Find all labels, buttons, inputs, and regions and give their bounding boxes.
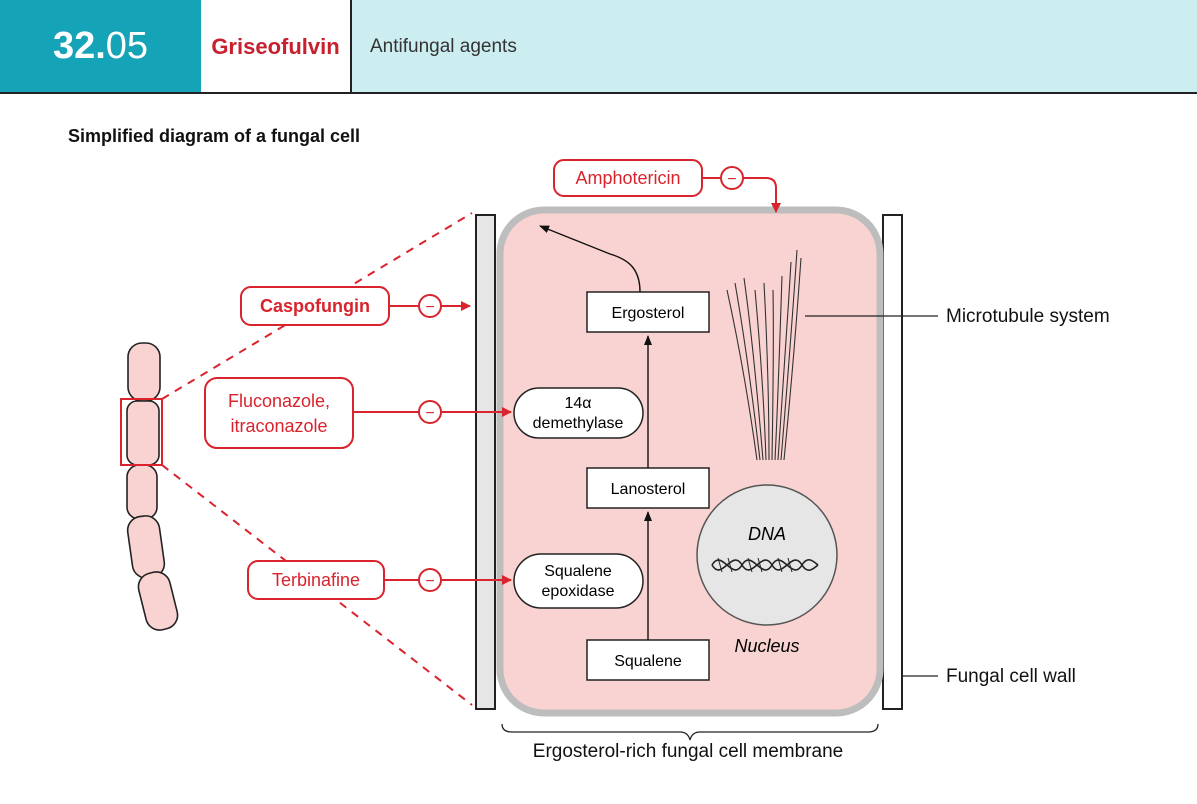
hypha-segment — [126, 400, 160, 466]
drug-title: Griseofulvin — [201, 0, 350, 93]
ergosterol-pathway: Ergosterol Lanosterol Squalene 14α demet… — [513, 225, 710, 681]
microtubule-fiber — [754, 289, 767, 461]
chapter-number: 32.05 — [0, 0, 201, 93]
hypha-zoom-box — [120, 398, 163, 466]
dna-label: DNA — [748, 524, 786, 544]
amphotericin-arrow — [743, 177, 781, 213]
fluconazole-group: Fluconazole, itraconazole − — [204, 377, 512, 449]
fluconazole-inhibit-symbol: − — [425, 405, 434, 422]
cell-wall-left — [475, 214, 496, 710]
demethylase-line2: demethylase — [533, 415, 624, 432]
terbinafine-group: Terbinafine − — [247, 560, 512, 600]
fungal-cell-wall-left — [475, 214, 496, 710]
microtubule-fiber — [771, 289, 774, 461]
nucleus: DNA Nucleus — [696, 484, 838, 656]
microtubule-fiber — [726, 289, 758, 461]
microtubule-label: Microtubule system — [946, 306, 1110, 327]
terbinafine-inhibit-symbol: − — [425, 573, 434, 590]
fluconazole-line2: itraconazole — [230, 416, 327, 436]
cell-wall-label: Fungal cell wall — [946, 666, 1076, 687]
fluconazole-box — [204, 377, 354, 449]
pathway-arrow-ergosterol-membrane — [539, 225, 641, 293]
lanosterol-label: Lanosterol — [611, 481, 686, 498]
cell-membrane — [496, 206, 884, 717]
amphotericin-inhibit-symbol: − — [727, 171, 736, 188]
microtubule-fiber — [734, 282, 761, 461]
microtubule-fiber — [743, 277, 764, 461]
microtubule-fiber — [763, 282, 770, 461]
squalene-epoxidase-line1: Squalene — [544, 563, 612, 580]
microtubule-fiber — [780, 249, 798, 461]
chapter-major: 32. — [52, 25, 106, 67]
nucleus-circle — [696, 484, 838, 626]
hypha-segment — [126, 515, 166, 579]
hypha-segment — [137, 571, 179, 631]
amphotericin-group: Amphotericin − — [553, 159, 781, 213]
microtubule-fiber — [774, 275, 783, 461]
header-separator — [350, 0, 352, 93]
fungal-hypha — [126, 342, 179, 631]
caspofungin-group: Caspofungin − — [240, 286, 471, 326]
microtubule-fiber — [777, 261, 792, 461]
ergosterol-label: Ergosterol — [612, 305, 685, 322]
microtubule-fiber — [783, 257, 802, 461]
terbinafine-label: Terbinafine — [272, 570, 360, 590]
fluconazole-line1: Fluconazole, — [228, 391, 330, 411]
cell-wall-right — [882, 214, 903, 710]
membrane-brace — [501, 723, 879, 741]
caspofungin-label: Caspofungin — [260, 296, 370, 316]
fungal-cell-wall-right — [882, 214, 903, 710]
membrane-label: Ergosterol-rich fungal cell membrane — [533, 741, 843, 762]
dna-helix-icon — [711, 557, 819, 573]
hypha-segment — [126, 464, 158, 520]
nucleus-label: Nucleus — [734, 636, 799, 656]
squalene-label: Squalene — [614, 653, 682, 670]
squalene-epoxidase-line2: epoxidase — [542, 583, 615, 600]
demethylase-line1: 14α — [564, 395, 591, 412]
demethylase-enzyme — [513, 387, 644, 439]
microtubules — [726, 249, 802, 461]
page-header: 32.05 Griseofulvin Antifungal agents — [0, 0, 1197, 94]
diagram-subtitle: Simplified diagram of a fungal cell — [68, 126, 361, 146]
caspofungin-inhibit-symbol: − — [425, 299, 434, 316]
amphotericin-label: Amphotericin — [575, 168, 680, 188]
header-rule — [0, 92, 1197, 94]
chapter-minor: 05 — [105, 25, 149, 67]
category-title: Antifungal agents — [352, 0, 1197, 93]
ergosterol-box — [586, 291, 710, 333]
hypha-segment — [127, 342, 161, 402]
squalene-epoxidase-enzyme — [513, 553, 644, 609]
